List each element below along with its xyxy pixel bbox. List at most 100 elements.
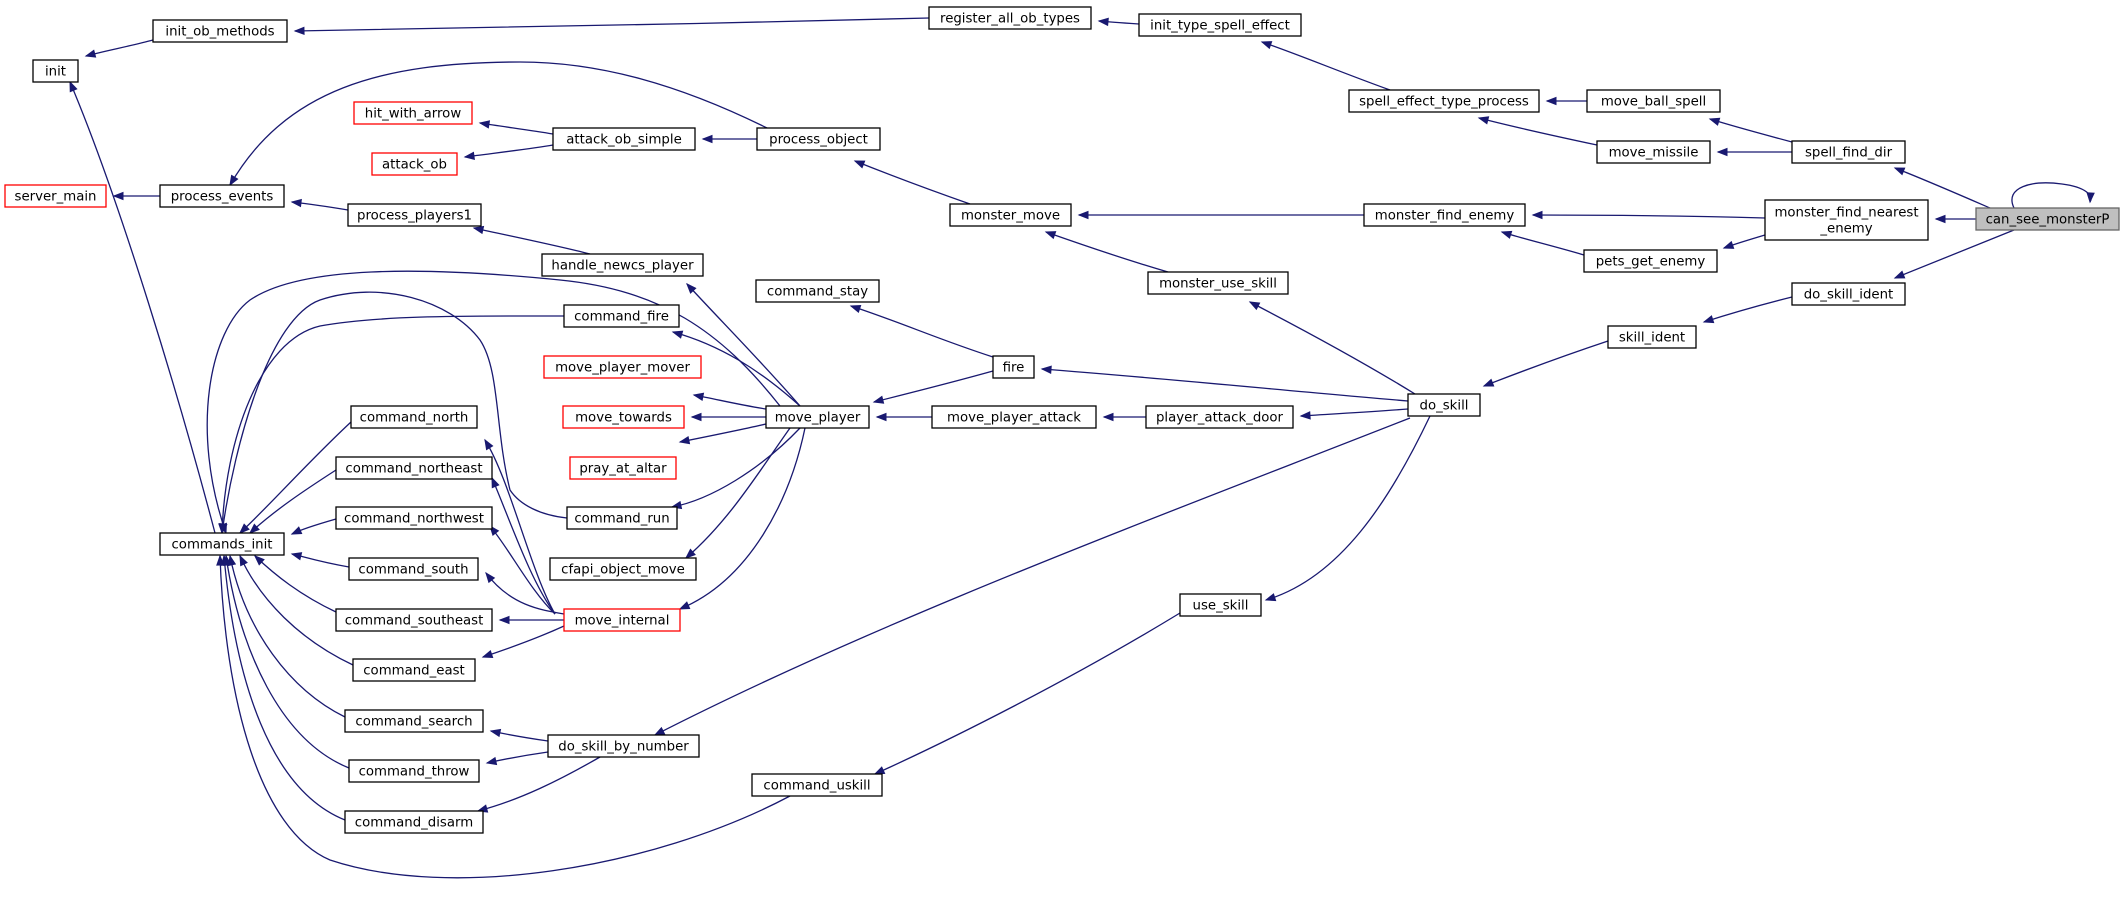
node-label: move_player bbox=[775, 411, 861, 426]
node-process-object[interactable]: process_object bbox=[756, 127, 881, 151]
edge-do_skill_by_number-to-command_disarm bbox=[476, 756, 601, 813]
node-process-players1[interactable]: process_players1 bbox=[347, 203, 482, 227]
node-do-skill-by-number[interactable]: do_skill_by_number bbox=[547, 734, 700, 758]
edge-command_north-to-commands_init bbox=[238, 421, 352, 534]
node-command-north[interactable]: command_north bbox=[350, 405, 478, 429]
edge-move_player-to-move_towards bbox=[690, 412, 767, 422]
edge-arrowhead bbox=[686, 282, 697, 294]
node-label: fire bbox=[1003, 361, 1025, 376]
node-handle-newcs-player[interactable]: handle_newcs_player bbox=[541, 253, 704, 277]
edge-line bbox=[1300, 408, 1409, 417]
edge-line bbox=[485, 572, 565, 615]
node-server-main[interactable]: server_main bbox=[4, 184, 107, 208]
node-register-all-ob-types[interactable]: register_all_ob_types bbox=[928, 6, 1092, 30]
node-box bbox=[1179, 593, 1262, 617]
node-attack-ob-simple[interactable]: attack_ob_simple bbox=[552, 127, 696, 151]
node-do-skill-ident[interactable]: do_skill_ident bbox=[1791, 282, 1906, 306]
edge-arrowhead bbox=[489, 728, 502, 738]
node-box bbox=[1363, 203, 1526, 227]
edge-spell_effect_type_process-to-init_type_spell_effect bbox=[1260, 41, 1391, 91]
node-attack-ob[interactable]: attack_ob bbox=[371, 152, 458, 176]
edge-arrowhead bbox=[678, 435, 691, 445]
edge-register_all_ob_types-to-init_ob_methods bbox=[293, 17, 930, 36]
edge-move_player-to-move_player_mover bbox=[692, 392, 767, 410]
node-command-run[interactable]: command_run bbox=[566, 506, 678, 530]
node-command-throw[interactable]: command_throw bbox=[348, 759, 480, 783]
node-spell-find-dir[interactable]: spell_find_dir bbox=[1791, 140, 1906, 164]
node-box bbox=[563, 608, 681, 632]
edge-line bbox=[874, 612, 1181, 775]
node-use-skill[interactable]: use_skill bbox=[1179, 593, 1262, 617]
node-label: init_type_spell_effect bbox=[1150, 19, 1290, 34]
node-box bbox=[563, 304, 680, 328]
node-box bbox=[931, 405, 1097, 429]
node-command-southeast[interactable]: command_southeast bbox=[335, 608, 493, 632]
node-label: command_stay bbox=[767, 285, 868, 300]
node-hit-with-arrow[interactable]: hit_with_arrow bbox=[353, 101, 473, 125]
node-label: command_northeast bbox=[345, 462, 482, 477]
node-pray-at-altar[interactable]: pray_at_altar bbox=[569, 456, 677, 480]
node-init[interactable]: init bbox=[32, 59, 79, 83]
edge-arrowhead bbox=[684, 548, 696, 559]
node-cfapi-object-move[interactable]: cfapi_object_move bbox=[549, 557, 697, 581]
node-monster-find-enemy[interactable]: monster_find_enemy bbox=[1363, 203, 1526, 227]
node-can-see-monsterP[interactable]: can_see_monsterP bbox=[1975, 207, 2120, 231]
node-move-player-attack[interactable]: move_player_attack bbox=[931, 405, 1097, 429]
node-pets-get-enemy[interactable]: pets_get_enemy bbox=[1583, 249, 1718, 273]
node-move-towards[interactable]: move_towards bbox=[562, 405, 685, 429]
edge-arrowhead bbox=[478, 120, 491, 129]
node-command-search[interactable]: command_search bbox=[344, 709, 484, 733]
node-move-ball-spell[interactable]: move_ball_spell bbox=[1586, 89, 1721, 113]
edge-arrowhead bbox=[1545, 96, 1557, 106]
edge-line bbox=[219, 555, 791, 879]
node-box bbox=[371, 152, 458, 176]
node-move-player[interactable]: move_player bbox=[765, 405, 870, 429]
edge-arrowhead bbox=[875, 412, 887, 422]
node-box bbox=[765, 405, 870, 429]
node-move-player-mover[interactable]: move_player_mover bbox=[543, 355, 702, 379]
edge-line bbox=[1041, 368, 1409, 402]
node-player-attack-door[interactable]: player_attack_door bbox=[1145, 405, 1294, 429]
edge-arrowhead bbox=[1097, 17, 1109, 27]
node-commands-init[interactable]: commands_init bbox=[159, 532, 285, 556]
node-init-type-spell-effect[interactable]: init_type_spell_effect bbox=[1138, 13, 1302, 37]
edge-move_missile-to-spell_effect_type_process bbox=[1477, 116, 1598, 146]
edge-line bbox=[1532, 214, 1766, 219]
node-command-uskill[interactable]: command_uskill bbox=[751, 773, 883, 797]
edge-command_northwest-to-commands_init bbox=[290, 518, 337, 535]
node-fire[interactable]: fire bbox=[992, 355, 1035, 379]
edge-init_type_spell_effect-to-register_all_ob_types bbox=[1097, 17, 1140, 27]
edge-line bbox=[491, 477, 556, 615]
node-command-northwest[interactable]: command_northwest bbox=[335, 506, 493, 530]
node-box bbox=[1147, 271, 1289, 295]
node-command-disarm[interactable]: command_disarm bbox=[344, 810, 484, 834]
node-command-fire[interactable]: command_fire bbox=[563, 304, 680, 328]
node-move-missile[interactable]: move_missile bbox=[1596, 140, 1711, 164]
edge-line bbox=[1894, 229, 2015, 279]
node-do-skill[interactable]: do_skill bbox=[1407, 393, 1481, 417]
node-command-northeast[interactable]: command_northeast bbox=[335, 456, 493, 480]
node-move-internal[interactable]: move_internal bbox=[563, 608, 681, 632]
node-monster-move[interactable]: monster_move bbox=[949, 203, 1072, 227]
node-monster-use-skill[interactable]: monster_use_skill bbox=[1147, 271, 1289, 295]
node-box bbox=[1607, 325, 1697, 349]
edge-line bbox=[1249, 301, 1416, 395]
node-spell-effect-type-process[interactable]: spell_effect_type_process bbox=[1348, 89, 1540, 113]
node-command-south[interactable]: command_south bbox=[348, 557, 479, 581]
node-box bbox=[1138, 13, 1302, 37]
edge-arrowhead bbox=[491, 476, 500, 489]
node-skill-ident[interactable]: skill_ident bbox=[1607, 325, 1697, 349]
edge-arrowhead bbox=[701, 134, 713, 144]
node-label: register_all_ob_types bbox=[940, 12, 1080, 27]
node-command-east[interactable]: command_east bbox=[352, 658, 476, 682]
node-command-stay[interactable]: command_stay bbox=[755, 279, 880, 303]
node-label: init bbox=[45, 65, 66, 80]
node-monster-find-nearest-enemy[interactable]: monster_find_nearest_enemy bbox=[1764, 199, 1929, 241]
edge-line bbox=[654, 417, 1411, 736]
edge-can_see_monsterP-to-spell_find_dir bbox=[1893, 167, 1991, 209]
node-box bbox=[1764, 199, 1929, 241]
node-init-ob-methods[interactable]: init_ob_methods bbox=[152, 19, 288, 43]
edge-arrowhead bbox=[2086, 192, 2095, 204]
edge-line bbox=[854, 160, 971, 205]
node-process-events[interactable]: process_events bbox=[159, 184, 285, 208]
